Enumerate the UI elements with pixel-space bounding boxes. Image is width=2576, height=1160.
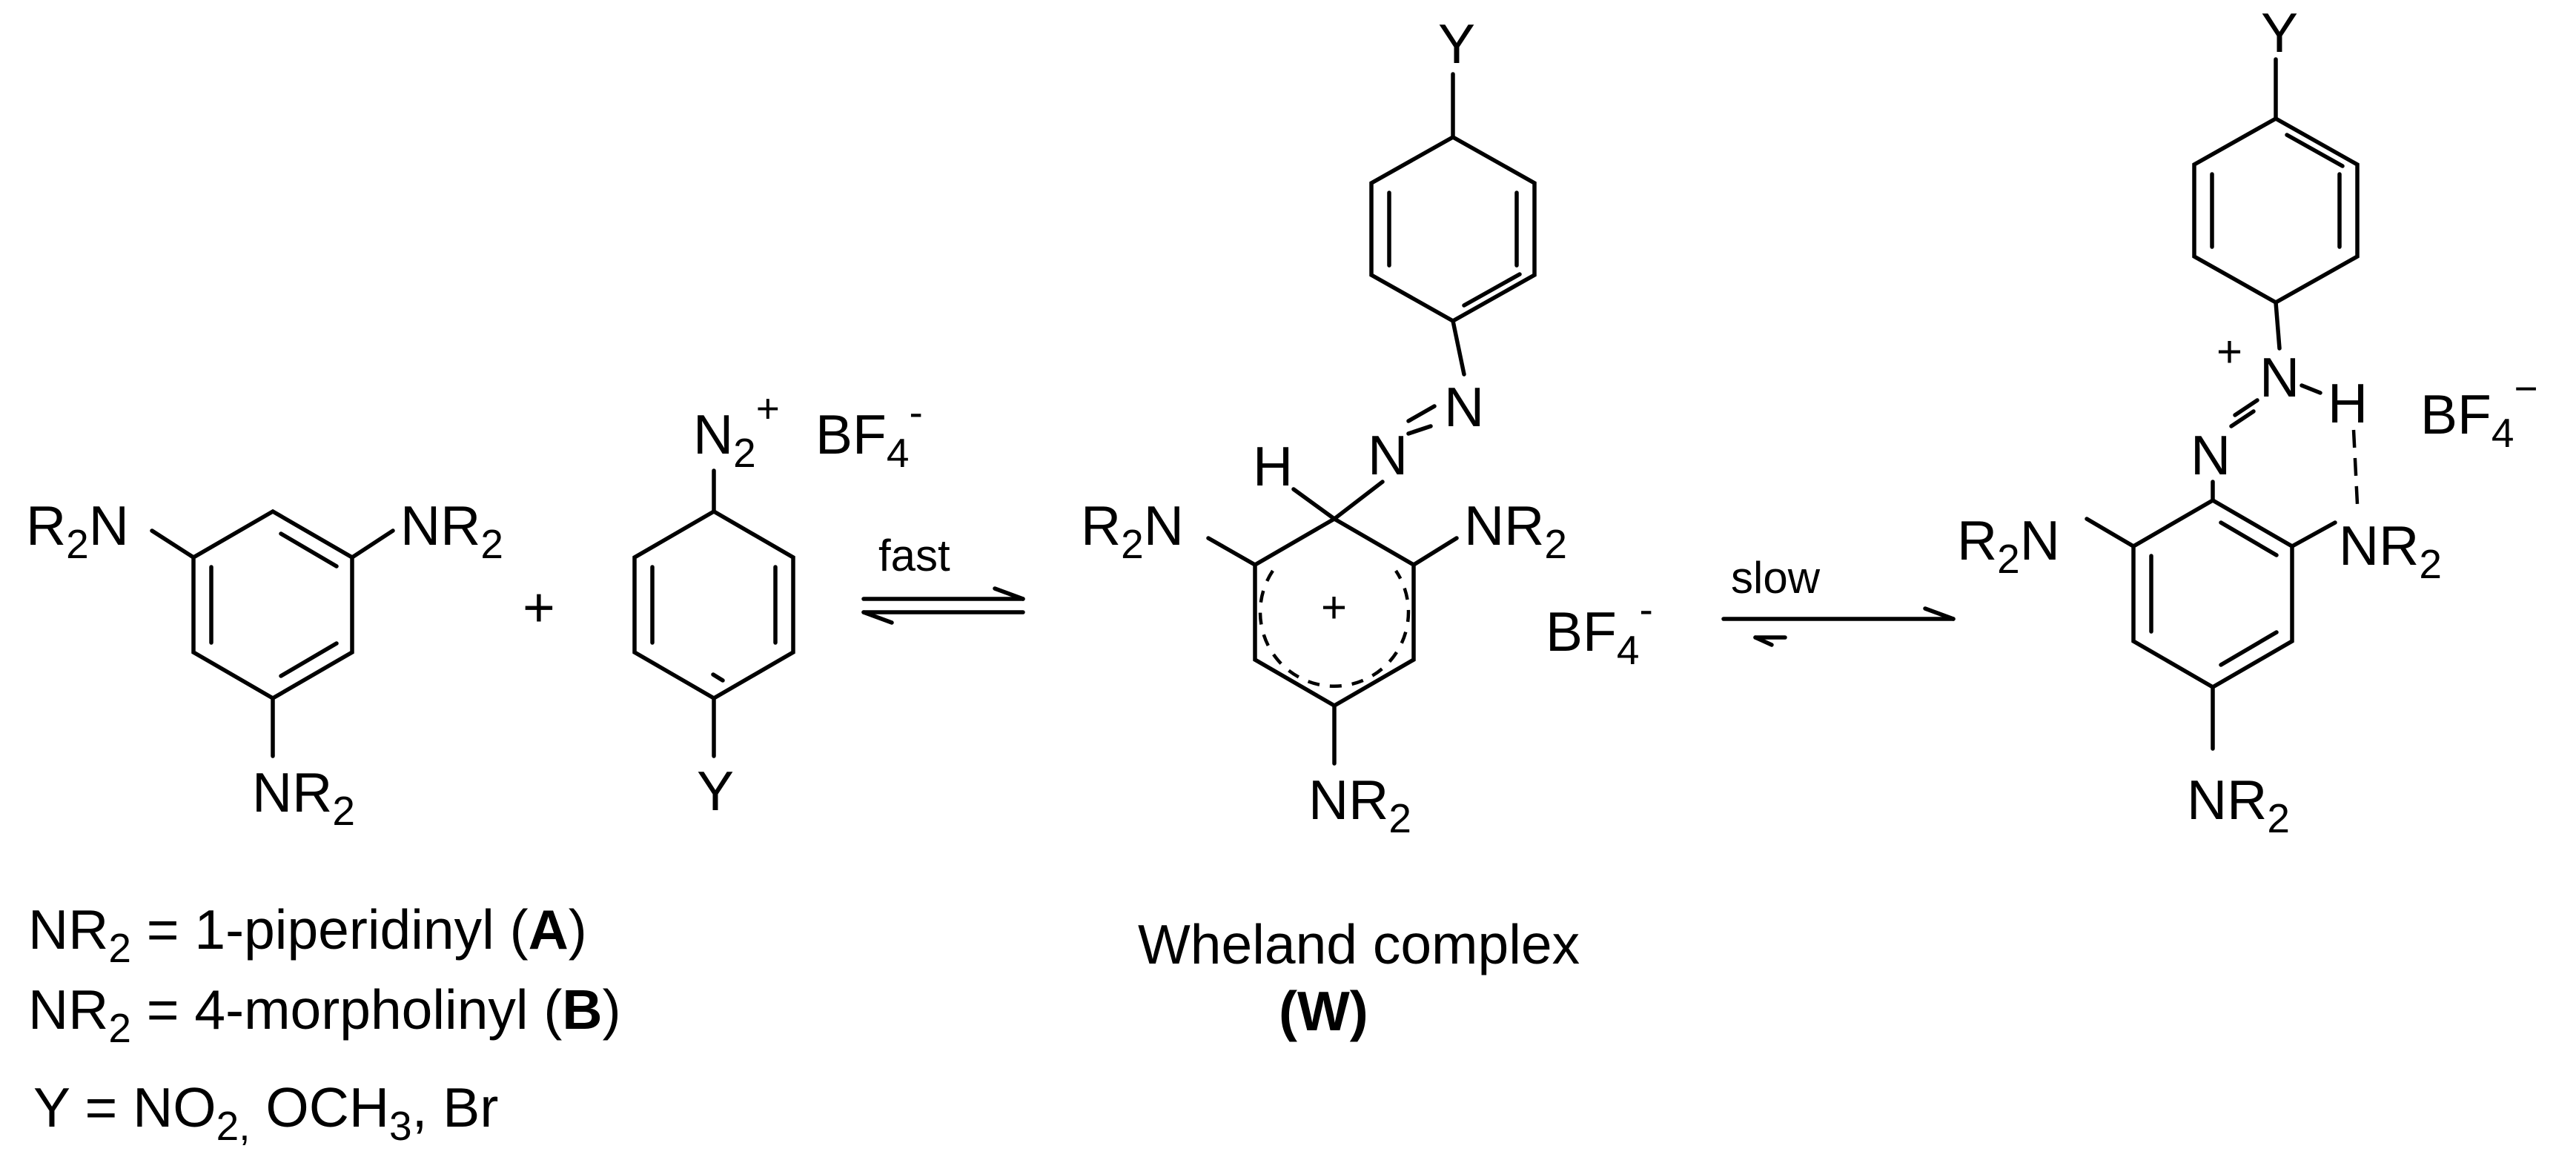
p-n-plus: N [2259,346,2299,408]
bf4-anion-label: BF4- [815,389,923,476]
w-r2n-label: R2N [1081,494,1184,567]
w-n-lower: N [1368,424,1408,486]
reactant-diazonium: N2+ BF4- Y [632,385,923,822]
p-plus-charge: + [2216,327,2242,377]
n2-plus-label: N2+ [693,385,780,476]
plus-sign: + [523,576,555,638]
equilibrium-arrow-fast: fast [861,531,1025,625]
p-y-label: Y [2261,1,2298,64]
y-substituent-label: Y [697,760,734,822]
w-h-label: H [1253,435,1293,497]
w-n-upper: N [1444,376,1484,438]
w-nr2-right: NR2 [1464,494,1567,567]
r2n-label-left: R2N [26,494,129,567]
wheland-code: (W) [1279,980,1368,1042]
product-azo-cation: Y N + H N R2N NR2 NR2 BF4− [1957,1,2538,841]
p-h-label: H [2328,372,2368,434]
slow-label: slow [1731,553,1821,603]
legend: NR2 = 1-piperidinyl (A) NR2 = 4-morpholi… [28,898,621,1149]
wheland-caption: Wheland complex [1138,913,1580,975]
reactant-triaminobenzene: R2N NR2 NR2 [26,494,503,834]
fast-label: fast [878,531,950,580]
wheland-complex: Y N N H + R2N NR2 NR2 BF4- [1081,13,1653,841]
p-r2n-label: R2N [1957,509,2060,582]
p-nr2-right: NR2 [2339,514,2442,587]
p-bf4-label: BF4− [2420,365,2538,456]
nr2-label-right: NR2 [400,494,503,567]
legend-line-3: Y = NO2, OCH3, Br [33,1076,498,1149]
nr2-label-bottom: NR2 [252,761,355,834]
reaction-arrow-slow: slow [1721,553,1956,647]
w-nr2-bottom: NR2 [1308,769,1411,841]
w-ring-plus: + [1321,583,1347,632]
p-nr2-bottom: NR2 [2187,769,2290,841]
legend-line-2: NR2 = 4-morpholinyl (B) [28,978,621,1051]
legend-line-1: NR2 = 1-piperidinyl (A) [28,898,587,971]
w-bf4-label: BF4- [1546,586,1653,673]
p-n-azo: N [2191,424,2231,486]
w-y-label: Y [1438,13,1475,75]
